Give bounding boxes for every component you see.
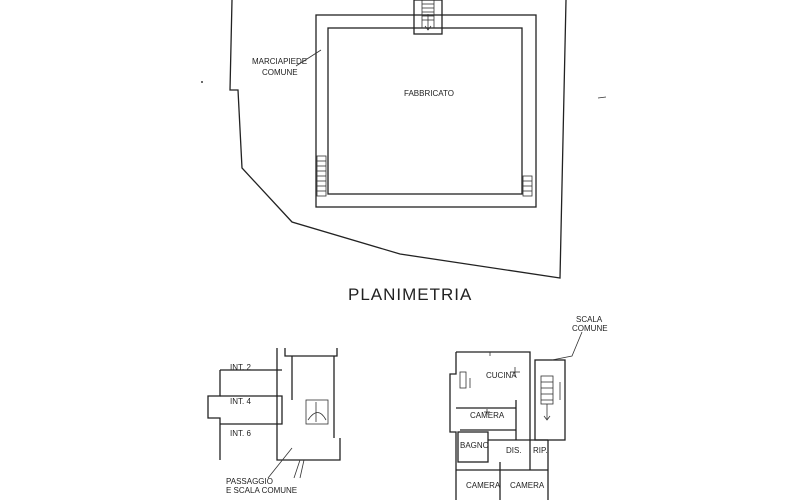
site-plan: MARCIAPIEDE COMUNE FABBRICATO <box>200 0 607 279</box>
stair-label-1: SCALA <box>576 315 603 324</box>
common-stair <box>534 359 566 441</box>
passage-label-2: E SCALA COMUNE <box>226 486 297 495</box>
unit-label-2: INT. 2 <box>230 363 251 372</box>
room-storage: RIP. <box>533 446 548 455</box>
room-bedroom-top: CAMERA <box>470 411 505 420</box>
room-kitchen: CUCINA <box>486 371 517 380</box>
unit-label-4: INT. 4 <box>230 397 251 406</box>
side-stair-right <box>522 175 533 197</box>
stair-label-2: COMUNE <box>572 324 608 333</box>
sidewalk-label-2: COMUNE <box>262 68 298 77</box>
room-bathroom: BAGNO <box>460 441 489 450</box>
key-plan: INT. 2 INT. 4 INT. 6 PASSAGGIO E SCALA C… <box>207 348 341 495</box>
room-bedroom-right: CAMERA <box>510 481 545 490</box>
unit-label-6: INT. 6 <box>230 429 251 438</box>
drawing-title: PLANIMETRIA <box>348 285 472 304</box>
building-outline <box>327 27 523 195</box>
room-hall: DIS. <box>506 446 522 455</box>
building-label: FABBRICATO <box>404 89 454 98</box>
side-stair-left <box>316 155 327 197</box>
key-plan-stair <box>305 399 329 425</box>
lot-boundary <box>229 0 567 279</box>
sidewalk-label-1: MARCIAPIEDE <box>252 57 307 66</box>
room-bedroom-left: CAMERA <box>466 481 501 490</box>
passage-label-1: PASSAGGIO <box>226 477 273 486</box>
apartment-plan: SCALA COMUNE CUCINA CAMERA BAGNO DIS. RI… <box>449 315 608 500</box>
sidewalk-outline <box>315 14 537 208</box>
sidewalk-leader <box>295 49 322 67</box>
entrance-stair <box>413 0 443 35</box>
